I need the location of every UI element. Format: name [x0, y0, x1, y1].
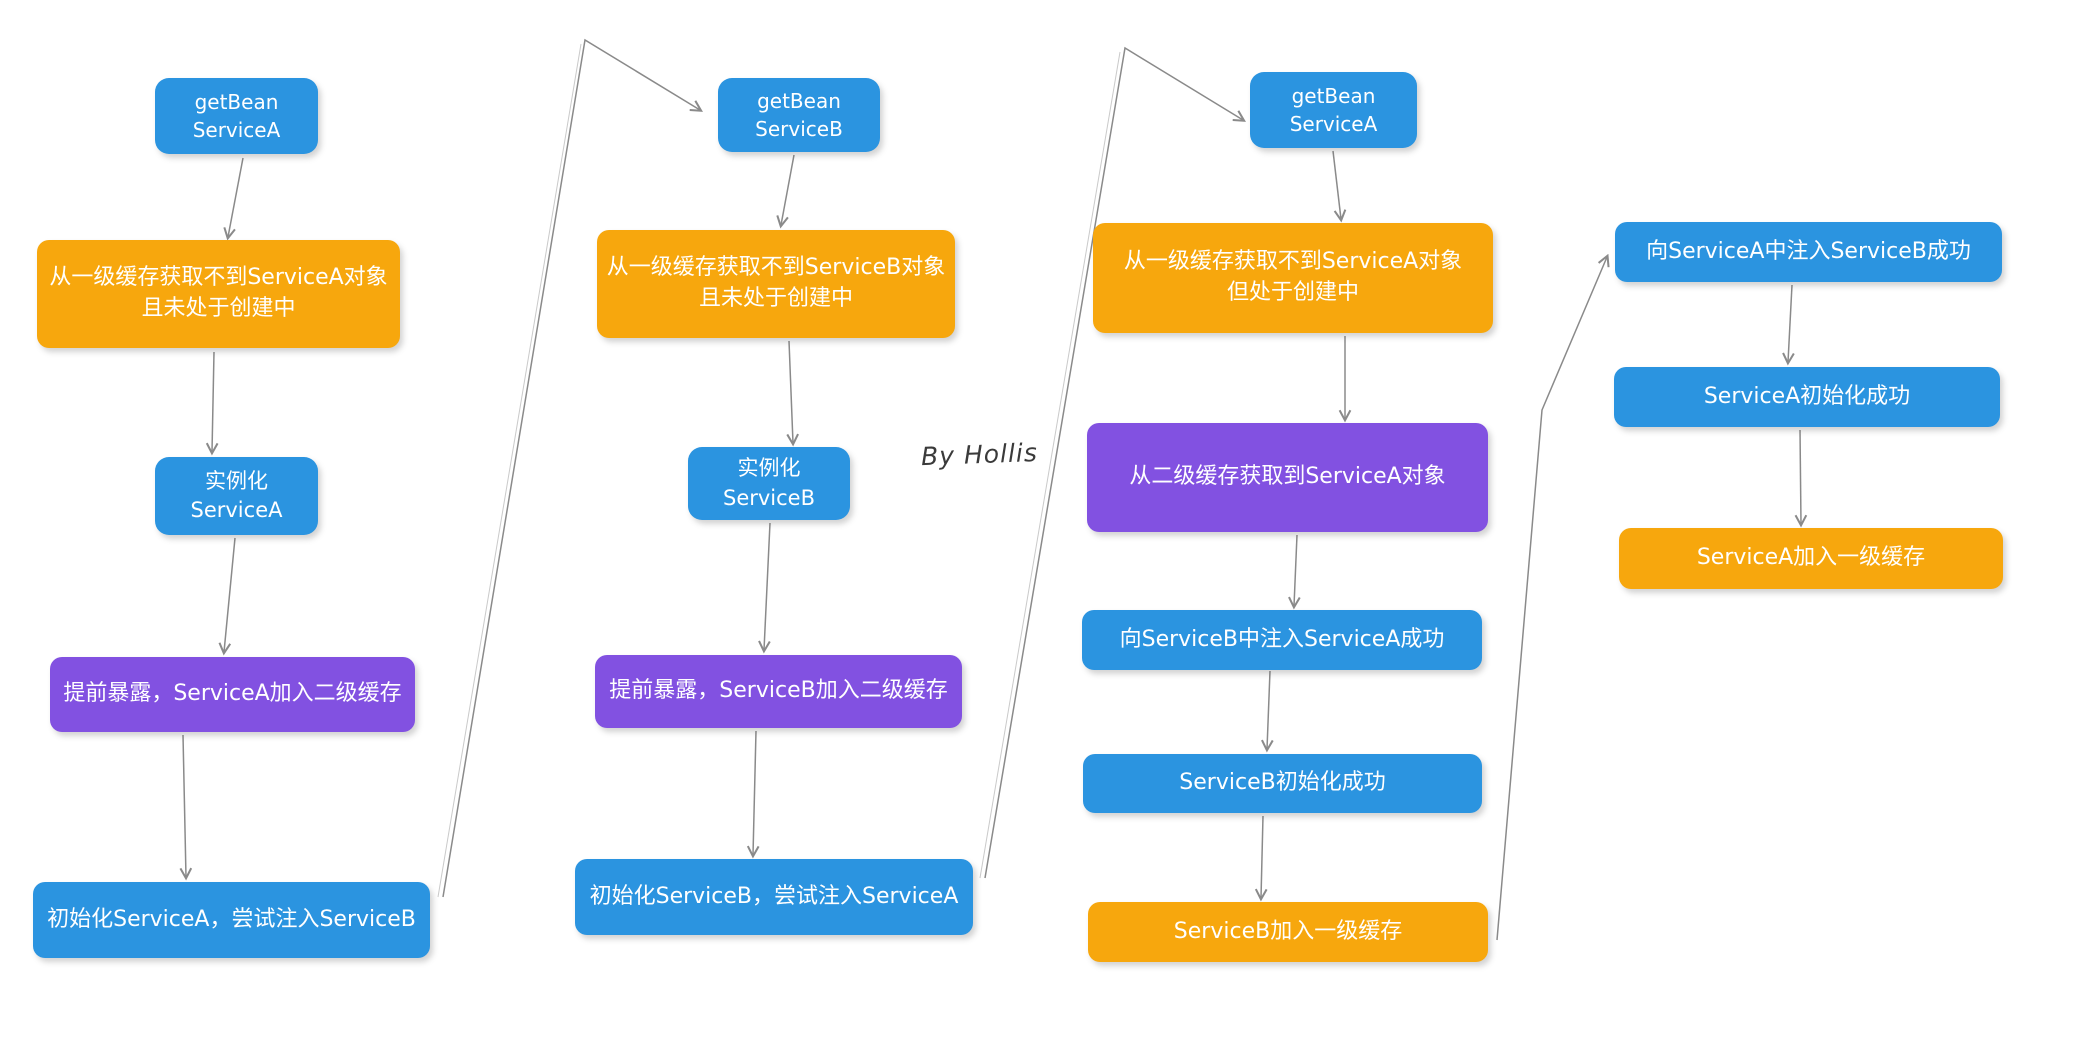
arrow-c1-instantiate-to-expose — [224, 537, 236, 652]
arrow-c3-getbean-to-cachemiss — [1332, 150, 1341, 219]
arrow-c2-instantiate-to-expose — [764, 522, 771, 650]
node-getbean-servicea-first: getBean ServiceA — [155, 78, 318, 154]
connector-c1-to-c2-ghost-stroke — [437, 43, 582, 898]
node-instantiate-servicea: 实例化ServiceA — [155, 457, 318, 535]
arrow-c1-expose-to-init — [183, 734, 186, 877]
arrow-c4-initok-to-joinl1 — [1800, 429, 1801, 524]
arrow-c4-inject-to-initok — [1788, 284, 1792, 362]
node-l2-cache-hit-servicea: 从二级缓存获取到ServiceA对象 — [1087, 423, 1488, 532]
node-early-expose-servicea-l2: 提前暴露，ServiceA加入二级缓存 — [50, 657, 415, 732]
node-inject-servicea-into-serviceb-ok: 向ServiceB中注入ServiceA成功 — [1082, 610, 1482, 670]
node-early-expose-serviceb-l2: 提前暴露，ServiceB加入二级缓存 — [595, 655, 962, 728]
node-serviceb-init-success: ServiceB初始化成功 — [1083, 754, 1482, 813]
connector-c1-init-to-c2-getbean — [442, 38, 700, 898]
arrow-c2-getbean-to-cachemiss — [781, 154, 795, 225]
node-l1-cache-miss-serviceb: 从一级缓存获取不到ServiceB对象 且未处于创建中 — [597, 230, 955, 338]
node-init-servicea-inject-serviceb: 初始化ServiceA，尝试注入ServiceB — [33, 882, 430, 958]
node-inject-serviceb-into-servicea-ok: 向ServiceA中注入ServiceB成功 — [1615, 222, 2002, 282]
node-init-serviceb-inject-servicea: 初始化ServiceB，尝试注入ServiceA — [575, 859, 973, 935]
node-getbean-servicea-second: getBean ServiceA — [1250, 72, 1417, 148]
arrow-c3-initok-to-joinl1 — [1261, 815, 1263, 898]
arrow-c1-cachemiss-to-instantiate — [212, 351, 214, 452]
arrow-c1-getbean-to-cachemiss — [228, 157, 244, 237]
connector-c3-joinl1-to-c4-inject — [1496, 257, 1607, 941]
arrow-c3-inject-to-initok — [1267, 670, 1270, 749]
arrow-c2-cachemiss-to-instantiate — [789, 340, 793, 443]
arrow-c3-l2hit-to-inject — [1294, 534, 1297, 606]
node-l1-cache-miss-servicea: 从一级缓存获取不到ServiceA对象 且未处于创建中 — [37, 240, 400, 348]
node-l1-cache-miss-servicea-creating: 从一级缓存获取不到ServiceA对象 但处于创建中 — [1093, 223, 1493, 333]
node-serviceb-join-l1-cache: ServiceB加入一级缓存 — [1088, 902, 1488, 962]
arrow-c2-expose-to-init — [753, 730, 756, 855]
node-servicea-init-success: ServiceA初始化成功 — [1614, 367, 2000, 427]
node-servicea-join-l1-cache: ServiceA加入一级缓存 — [1619, 528, 2003, 589]
author-signature: By Hollis — [920, 438, 1039, 472]
node-getbean-serviceb: getBean ServiceB — [718, 78, 880, 152]
node-instantiate-serviceb: 实例化ServiceB — [688, 447, 850, 520]
